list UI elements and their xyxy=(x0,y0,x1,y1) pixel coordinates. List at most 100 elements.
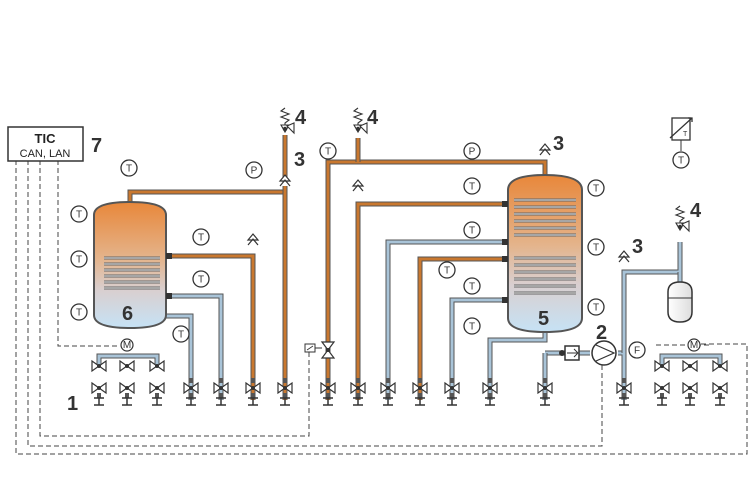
number-4-a: 4 xyxy=(295,107,307,129)
mixing-valve-icon xyxy=(91,359,107,373)
number-4-c: 4 xyxy=(690,200,702,222)
air-vent-icon xyxy=(278,174,292,187)
number-1: 1 xyxy=(67,393,78,415)
mixing-valve-icon xyxy=(682,359,698,373)
svg-text:T: T xyxy=(444,266,450,277)
temperature-sensor-icon: T xyxy=(672,151,690,169)
svg-text:M: M xyxy=(123,340,131,351)
number-2: 2 xyxy=(596,322,607,344)
shutoff-valve-icon xyxy=(320,378,336,406)
controller-name: TIC xyxy=(35,131,57,146)
thermostat-icon: T xyxy=(669,117,693,151)
shutoff-valve-icon xyxy=(91,381,107,406)
air-vent-symbols xyxy=(246,143,631,263)
controller-box: TIC CAN, LAN 7 xyxy=(7,126,102,162)
storage-tank-right: 5 xyxy=(502,173,583,334)
mixing-valve-icon xyxy=(712,359,728,373)
motor-actuator-icon: M xyxy=(120,338,134,352)
temperature-sensor-icon: T xyxy=(463,177,481,195)
shutoff-valve-icon xyxy=(654,381,670,406)
temperature-sensor-icon: T xyxy=(70,303,88,321)
temperature-sensor-icon: T xyxy=(438,261,456,279)
shutoff-valve-icon xyxy=(712,381,728,406)
valve-symbols xyxy=(91,341,728,406)
shutoff-valve-icon xyxy=(183,378,199,406)
safety-valve-symbols xyxy=(279,107,690,233)
shutoff-valve-icon xyxy=(277,378,293,406)
temperature-sensor-icon: T xyxy=(587,298,605,316)
temperature-sensor-icon: T xyxy=(319,142,337,160)
svg-text:T: T xyxy=(76,255,82,266)
shutoff-valve-icon xyxy=(682,381,698,406)
svg-text:T: T xyxy=(678,156,684,167)
component-numbers: 4 4 3 3 3 4 2 1 xyxy=(67,107,702,415)
svg-text:T: T xyxy=(469,226,475,237)
expansion-vessel xyxy=(667,281,693,323)
temperature-sensor-icon: T xyxy=(172,325,190,343)
shutoff-valve-icon xyxy=(537,378,553,406)
svg-text:T: T xyxy=(126,164,132,175)
shutoff-valve-icon xyxy=(444,378,460,406)
svg-text:T: T xyxy=(325,147,331,158)
svg-text:T: T xyxy=(593,243,599,254)
flow-sensor-icon: F xyxy=(628,341,646,359)
tank-right-number: 5 xyxy=(538,308,549,330)
number-3-c: 3 xyxy=(632,236,643,258)
actuator-icon xyxy=(304,343,322,353)
svg-text:T: T xyxy=(469,322,475,333)
shutoff-valve-icon xyxy=(213,378,229,406)
number-4-b: 4 xyxy=(367,107,379,129)
three-way-valve-icon xyxy=(320,341,336,359)
svg-text:T: T xyxy=(76,210,82,221)
mixing-valve-icon xyxy=(654,359,670,373)
controller-number: 7 xyxy=(91,135,102,157)
temperature-sensor-icon: T xyxy=(463,317,481,335)
svg-text:T: T xyxy=(593,184,599,195)
safety-valve-icon xyxy=(352,107,368,135)
svg-text:T: T xyxy=(198,275,204,286)
svg-text:P: P xyxy=(469,147,476,158)
temperature-sensor-icon: T xyxy=(587,179,605,197)
safety-valve-icon xyxy=(674,205,690,233)
temperature-sensor-icon: T xyxy=(587,238,605,256)
shutoff-valve-icon xyxy=(412,378,428,406)
svg-text:T: T xyxy=(469,282,475,293)
tank-left-number: 6 xyxy=(122,303,133,325)
svg-text:T: T xyxy=(76,308,82,319)
svg-text:T: T xyxy=(469,182,475,193)
motor-actuator-icon: M xyxy=(687,338,701,352)
svg-text:T: T xyxy=(593,303,599,314)
shutoff-valve-icon xyxy=(350,378,366,406)
temperature-sensor-icon: T xyxy=(120,159,138,177)
circulation-pump xyxy=(559,340,617,366)
svg-text:T: T xyxy=(178,330,184,341)
shutoff-valve-icon xyxy=(245,378,261,406)
safety-valve-icon xyxy=(279,107,295,135)
temperature-sensor-icon: T xyxy=(192,228,210,246)
air-vent-icon xyxy=(351,179,365,192)
svg-text:T: T xyxy=(683,131,688,138)
temperature-sensor-icon: T xyxy=(192,270,210,288)
sensor-symbols: T T T T T T T P T P T T T T T T T T F T M M xyxy=(70,142,701,359)
shutoff-valve-icon xyxy=(482,378,498,406)
shutoff-valve-icon xyxy=(380,378,396,406)
cold-pipes xyxy=(96,239,723,400)
pressure-sensor-icon: P xyxy=(463,142,481,160)
svg-text:F: F xyxy=(634,346,640,357)
air-vent-icon xyxy=(617,250,631,263)
mixing-valve-icon xyxy=(149,359,165,373)
mixing-valve-icon xyxy=(119,359,135,373)
controller-bus: CAN, LAN xyxy=(20,148,71,160)
number-3-a: 3 xyxy=(294,149,305,171)
control-wiring xyxy=(15,160,748,455)
air-vent-icon xyxy=(246,233,260,246)
storage-tank-left: 6 xyxy=(93,200,172,330)
temperature-sensor-icon: T xyxy=(463,221,481,239)
svg-text:P: P xyxy=(251,166,258,177)
temperature-sensor-icon: T xyxy=(463,277,481,295)
shutoff-valve-icon xyxy=(119,381,135,406)
pressure-sensor-icon: P xyxy=(245,161,263,179)
svg-text:M: M xyxy=(690,340,698,351)
